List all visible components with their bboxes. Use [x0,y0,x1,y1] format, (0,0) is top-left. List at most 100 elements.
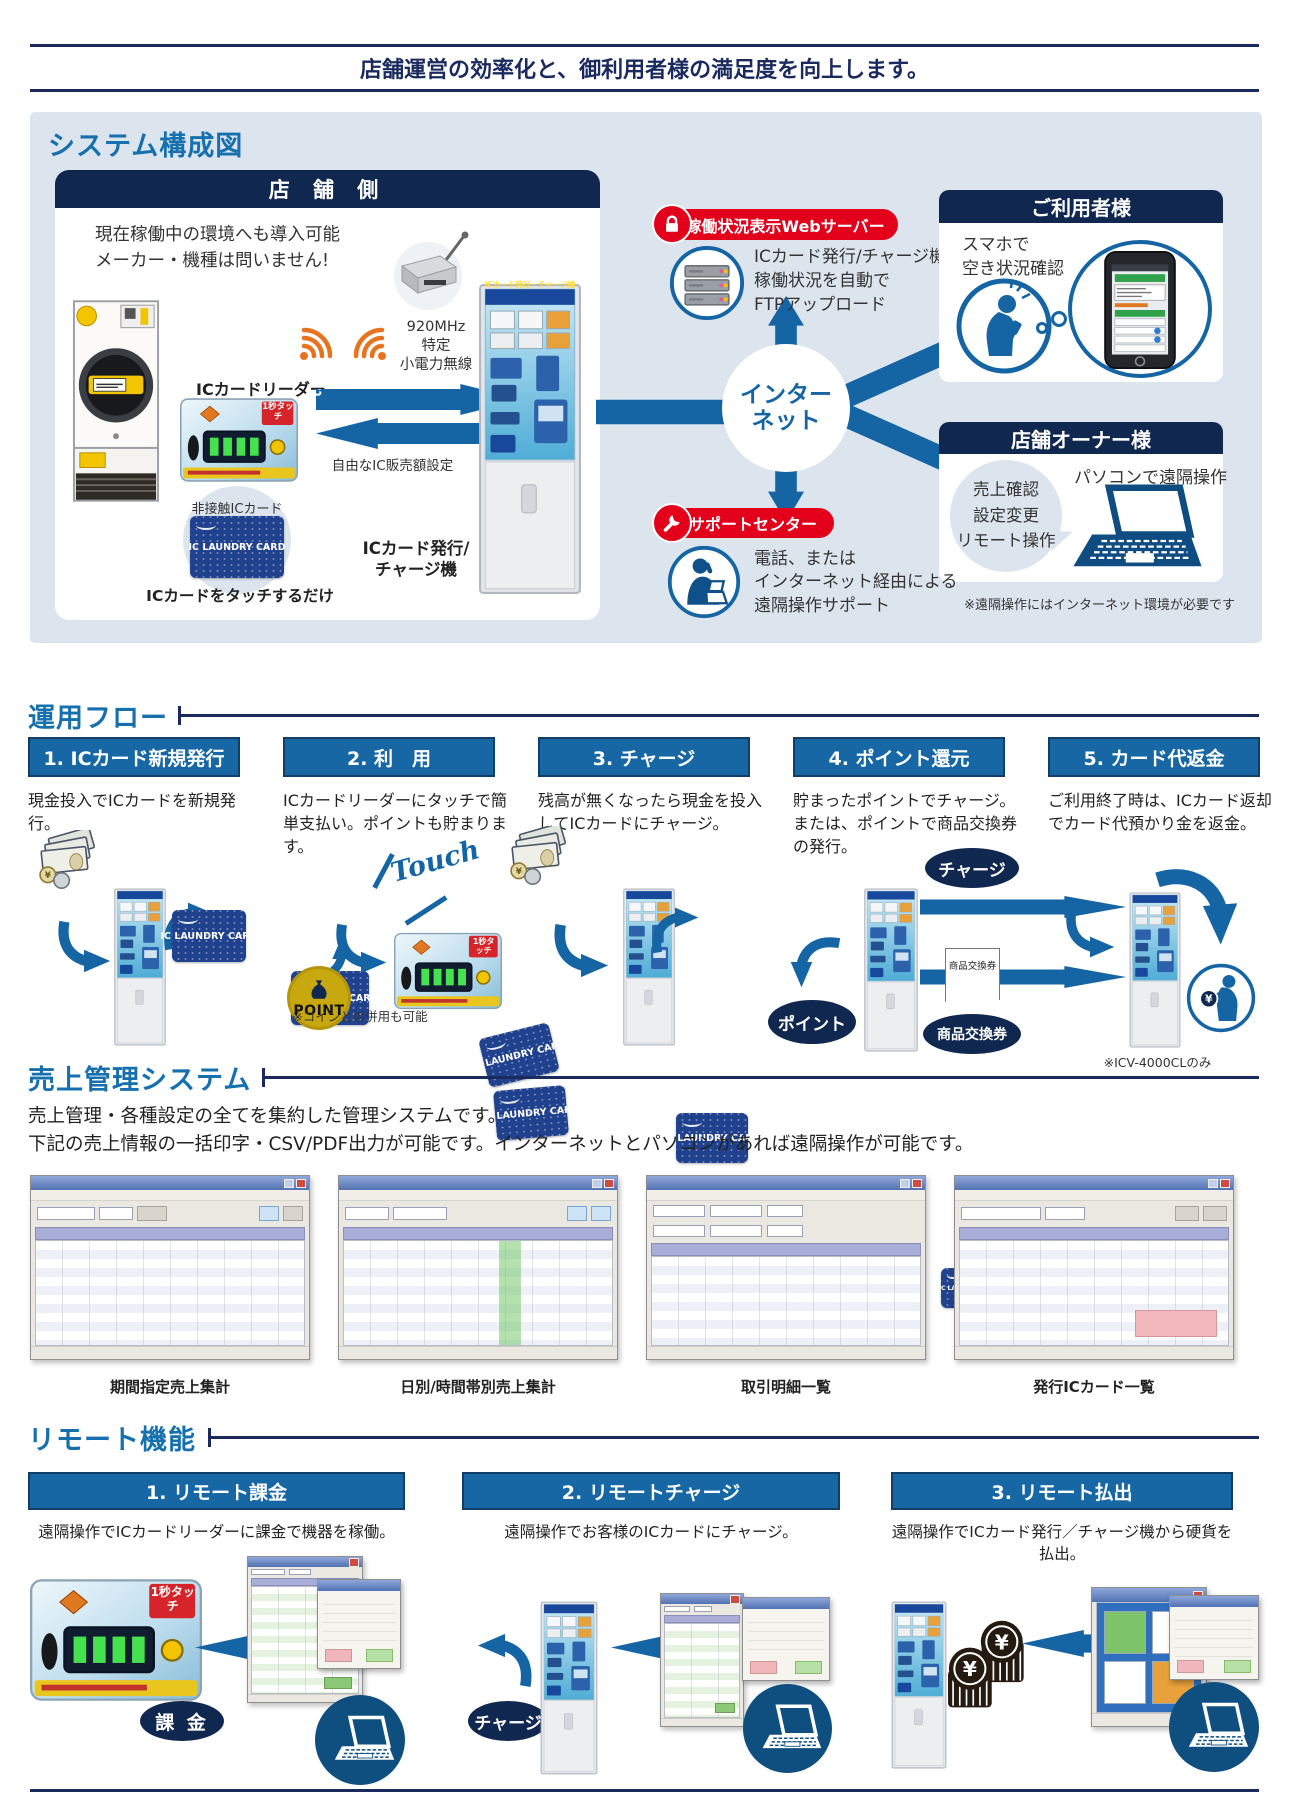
flow-step-3-desc: 残高が無くなったら現金を投入してICカードにチャージ。 [538,791,763,834]
toolbar-field [664,1606,690,1612]
ic-card-text: IC LAUNDRY CARD [663,1132,761,1144]
reader-badge-label: 1秒タッチ [472,936,495,955]
table-rows [959,1240,1229,1346]
ic-card: IC LAUNDRY CARD [188,516,286,578]
point-oval: ポイント [768,1000,856,1044]
window-toolbar [248,1567,362,1577]
webserver-desc: ICカード発行/チャージ機が 稼働状況を自動で FTPアップロード [754,247,964,315]
window-statusbar [248,1694,362,1702]
sales-title: 売上管理システム [28,1065,252,1096]
flow-step-2-note: ※コインとの併用も可能 [292,1009,428,1024]
filter-field [767,1225,803,1237]
remote-item-3-desc: 遠隔操作でICカード発行／チャージ機から硬貨を払出。 [891,1523,1233,1563]
popup-titlebar [1170,1596,1258,1607]
close-icon [296,1178,306,1188]
table-header [664,1615,740,1623]
remote-item-1-header: 1. リモート課金 [28,1472,405,1510]
window-toolbar [31,1201,309,1225]
flow-step-4-desc: 貯まったポイントでチャージ。または、ポイントで商品交換券の発行。 [793,791,1018,857]
owner-bubble [950,460,1062,572]
coins-icon [943,1612,1027,1722]
ic-card-text: IC LAUNDRY CARD [470,1037,568,1073]
close-icon [1220,1178,1230,1188]
reader-badge-label: 1秒タッチ [262,402,294,422]
screenshot-label-2: 日別/時間帯別売上集計 [400,1378,556,1396]
lock-icon [652,204,692,244]
toolbar-button [283,1205,303,1221]
store-intro-text: 現在稼働中の環境へも導入可能 メーカー・機種は問いません! [95,225,340,272]
top-rule-upper [30,44,1259,47]
window-statusbar [661,1718,743,1726]
window-statusbar [339,1346,617,1359]
ic-card-text: IC LAUNDRY CARD [188,541,286,553]
touch-only-note: ICカードをタッチするだけ [146,587,334,605]
voucher-paper: 商品交換券 [945,948,1000,1007]
screenshot-label-4: 発行ICカード一覧 [1033,1378,1155,1396]
cash-icon [505,826,583,888]
support-desc: 電話、または インターネット経由による 遠隔操作サポート [754,549,958,616]
toolbar-field [345,1206,389,1220]
toolbar-field [289,1569,311,1575]
ok-button [795,1661,822,1674]
washing-machine-icon [72,298,160,504]
popup-body [748,1614,824,1658]
thought-dot [1051,311,1067,327]
top-rule-lower [30,89,1259,92]
cancel-button [750,1661,777,1674]
remote-popup [742,1597,830,1681]
table-header [343,1227,613,1240]
laptop-circle-icon [743,1684,832,1773]
remote-item-1-desc: 遠隔操作でICカードリーダーに課金で機器を稼働。 [38,1523,395,1541]
kiosk-icon: ICカード発行・チャージ機 [478,268,582,610]
flow-step-2-desc: ICカードリーダーにタッチで簡単支払い。ポイントも貯まります。 [283,791,508,857]
filter-field [710,1225,762,1237]
billing-oval: 課 金 [140,1701,224,1741]
filter-row [647,1221,925,1241]
price-setting-note: 自由なIC販売額設定 [331,458,454,474]
table-rows [35,1240,305,1346]
sales-rule [262,1069,1259,1086]
window-menubar [647,1190,925,1201]
radio-spec-label: 920MHz 特定 小電力無線 [399,319,473,373]
ok-button [1224,1660,1251,1673]
filter-row [647,1201,925,1221]
sales-desc-1: 売上管理・各種設定の全てを集約した管理システムです。 [28,1106,507,1127]
flow-title: 運用フロー [28,703,168,734]
window-titlebar [31,1176,309,1190]
remote-window [247,1556,363,1703]
window-titlebar [661,1594,743,1604]
toolbar-button [1175,1205,1199,1221]
curved-arrow [785,935,845,989]
window-menubar [955,1190,1233,1201]
table-rows [343,1240,613,1346]
close-icon [349,1557,359,1567]
toolbar-field [961,1206,1041,1220]
window-toolbar [661,1604,743,1614]
popup-buttons [743,1661,829,1680]
ic-card-reader-icon: 1秒タッチ [394,932,502,1010]
user-panel-header: ご利用者様 [939,190,1223,223]
kiosk-icon [540,1594,598,1782]
voucher-paper-text: 商品交換券 [948,961,997,972]
curved-arrow [476,1624,534,1696]
screenshot-window-4 [954,1175,1234,1360]
table-rows [664,1623,740,1718]
store-panel-header: 店 舗 側 [55,170,600,208]
ok-button [366,1649,393,1662]
banner-text: 店舗運営の効率化と、御利用者様の満足度を向上します。 [360,58,929,83]
window-toolbar [339,1201,617,1225]
kiosk-icon [863,888,919,1052]
toolbar-field [1045,1206,1085,1220]
webserver-badge: 稼働状況表示Webサーバー [672,209,898,240]
charge-oval-remote: チャージ [468,1701,548,1741]
table-rows [651,1256,921,1346]
charge-oval: チャージ [925,848,1019,888]
thought-dot [1036,322,1048,334]
close-icon [912,1178,922,1188]
toolbar-button [259,1205,279,1221]
internet-circle: インター ネット [722,344,850,472]
kiosk-icon [891,1586,947,1784]
popup-titlebar [743,1598,829,1609]
screenshot-label-3: 取引明細一覧 [740,1378,831,1396]
person-refund-icon [1185,962,1257,1034]
